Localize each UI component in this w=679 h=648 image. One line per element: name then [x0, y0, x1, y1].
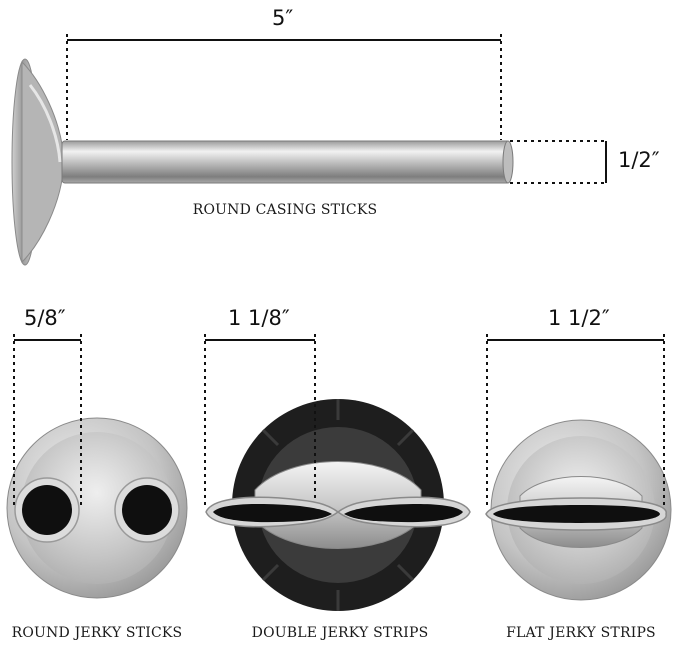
- double-jerky-nozzle-image: [205, 399, 471, 611]
- flat-jerky-dimension-lines: [486, 334, 665, 505]
- flat-jerky-caption: FLAT JERKY STRIPS: [506, 625, 656, 641]
- flat-jerky-nozzle-image: [485, 419, 672, 601]
- double-jerky-caption: DOUBLE JERKY STRIPS: [251, 625, 429, 641]
- round-casing-caption: ROUND CASING STICKS: [192, 202, 378, 218]
- double-jerky-dimension-lines: [204, 334, 316, 505]
- casing-diameter-label: 1/2″: [618, 148, 660, 172]
- round-jerky-size-label: 5/8″: [24, 306, 66, 330]
- round-jerky-nozzle-image: [6, 417, 188, 599]
- length-dimension-lines: [66, 34, 502, 140]
- round-jerky-dimension-lines: [13, 334, 82, 505]
- double-jerky-size-label: 1 1/8″: [228, 306, 290, 330]
- length-label: 5″: [272, 6, 294, 30]
- round-casing-stick-image: [11, 58, 514, 266]
- diameter-dimension-lines: [510, 140, 607, 184]
- flat-jerky-size-label: 1 1/2″: [548, 306, 610, 330]
- round-jerky-caption: ROUND JERKY STICKS: [11, 625, 183, 641]
